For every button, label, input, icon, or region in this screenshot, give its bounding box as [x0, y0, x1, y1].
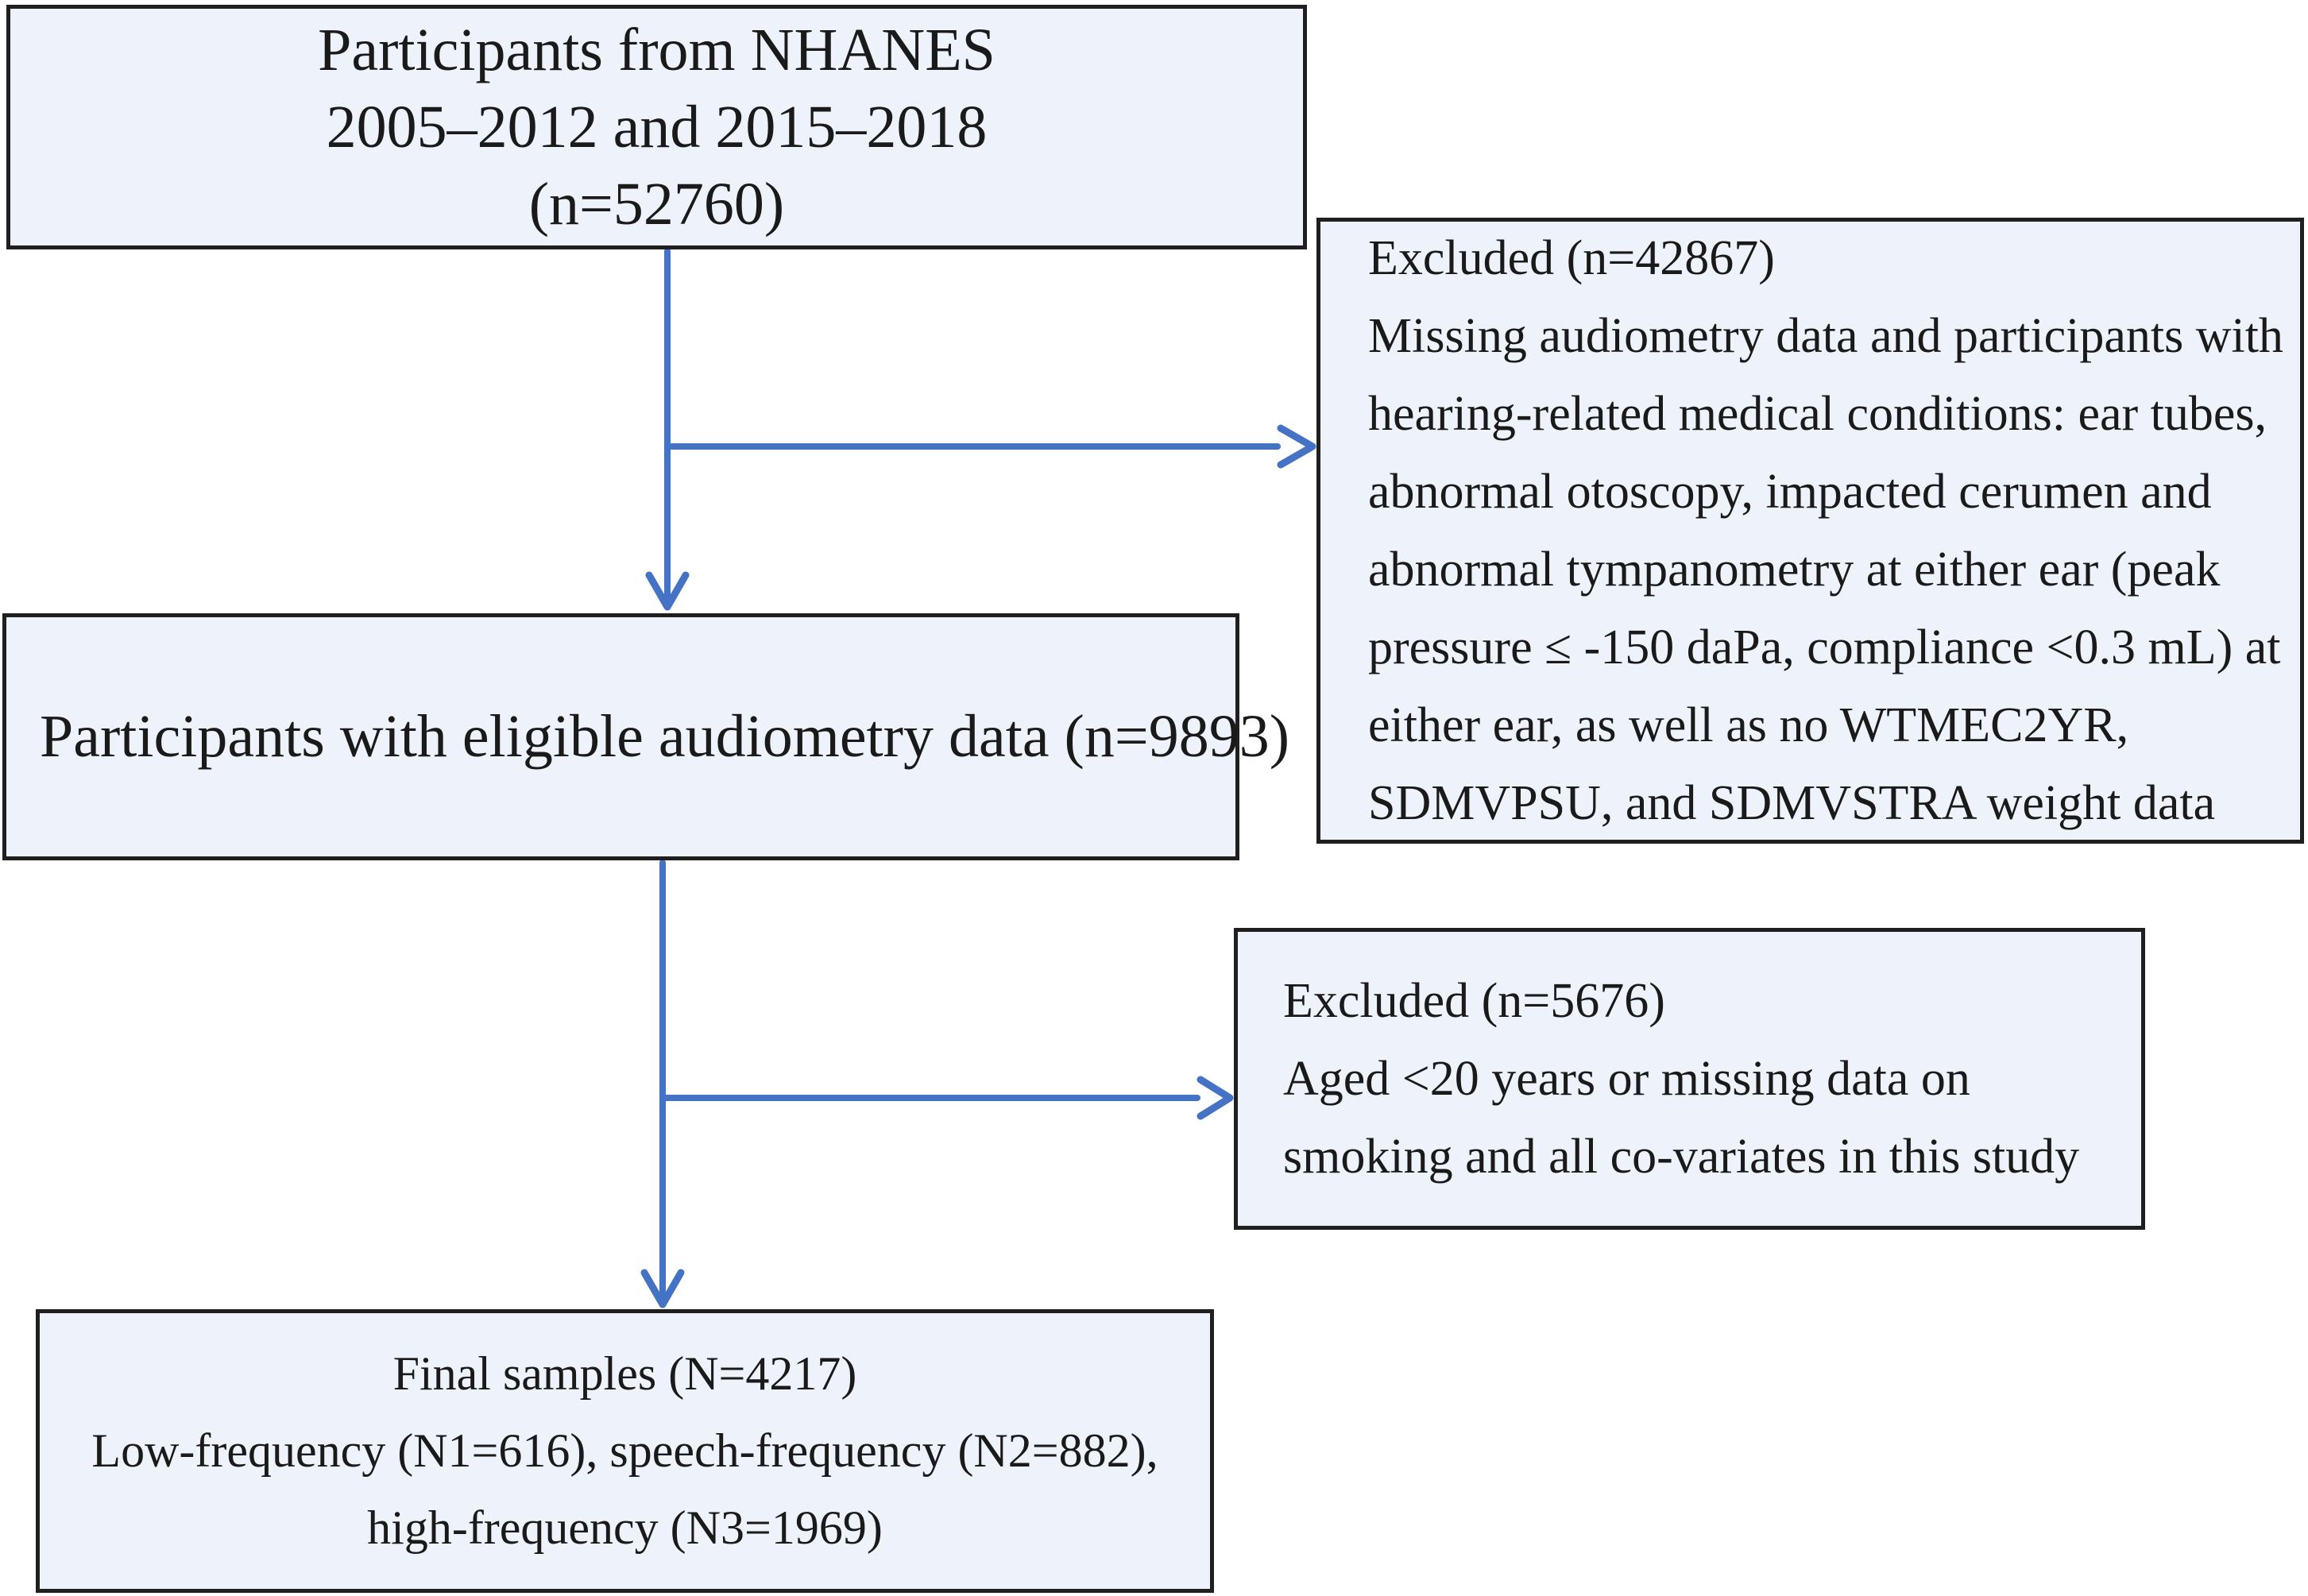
box-excluded-age-covariates: Excluded (n=5676) Aged <20 years or miss… [1234, 928, 2145, 1230]
excluded-audiometry-line-8: SDMVPSU, and SDMVSTRA weight data [1368, 776, 2216, 830]
excluded-age-line-2: Aged <20 years or missing data on [1283, 1052, 1970, 1106]
excluded-audiometry-line-5: abnormal tympanometry at either ear (pea… [1368, 543, 2221, 597]
final-line-1: Final samples (N=4217) [392, 1347, 857, 1400]
arrow-branch-to-excluded-audiometry [664, 424, 1316, 469]
final-line-3: high-frequency (N3=1969) [367, 1501, 883, 1554]
box-nhanes-participants: Participants from NHANES 2005–2012 and 2… [6, 5, 1307, 249]
excluded-age-line-1: Excluded (n=5676) [1283, 974, 1665, 1028]
arrow-nhanes-to-eligible [645, 248, 690, 611]
box-eligible-audiometry: Participants with eligible audiometry da… [2, 613, 1289, 860]
excluded-audiometry-line-4: abnormal otoscopy, impacted cerumen and [1368, 465, 2212, 519]
nhanes-line-2: 2005–2012 and 2015–2018 [326, 93, 988, 160]
box-final-samples: Final samples (N=4217) Low-frequency (N1… [36, 1309, 1214, 1593]
excluded-age-line-3: smoking and all co-variates in this stud… [1283, 1130, 2080, 1184]
excluded-audiometry-line-2: Missing audiometry data and participants… [1368, 309, 2283, 363]
final-line-2: Low-frequency (N1=616), speech-frequency… [91, 1424, 1158, 1477]
eligible-line-1: Participants with eligible audiometry da… [40, 703, 1290, 770]
arrow-branch-to-excluded-age [659, 1076, 1234, 1120]
nhanes-line-3: (n=52760) [528, 170, 785, 238]
arrow-eligible-to-final [640, 860, 685, 1308]
excluded-audiometry-line-3: hearing-related medical conditions: ear … [1368, 387, 2267, 441]
excluded-audiometry-line-1: Excluded (n=42867) [1368, 231, 1775, 285]
box-excluded-audiometry: Excluded (n=42867) Missing audiometry da… [1316, 218, 2304, 844]
nhanes-line-1: Participants from NHANES [318, 16, 995, 83]
excluded-audiometry-line-7: either ear, as well as no WTMEC2YR, [1368, 698, 2129, 752]
excluded-audiometry-line-6: pressure ≤ -150 daPa, compliance <0.3 mL… [1368, 620, 2281, 674]
